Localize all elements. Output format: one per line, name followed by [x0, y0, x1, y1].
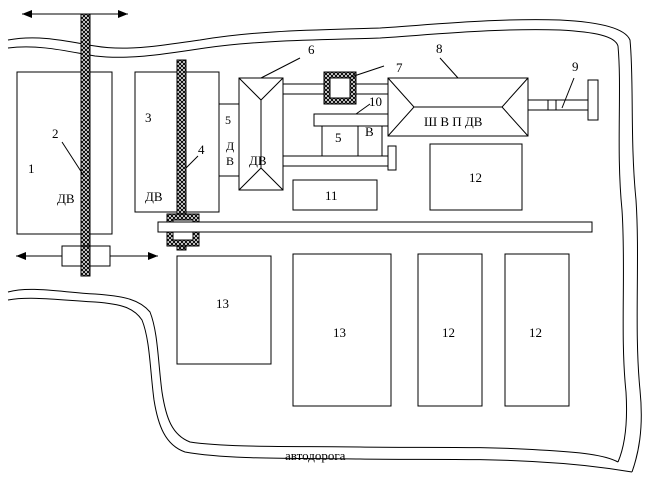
- conveyor-9-end: [587, 79, 599, 121]
- pointer-8: [439, 57, 459, 79]
- building-6-roof: [238, 77, 284, 191]
- label-13-center: 13: [333, 325, 346, 340]
- label-1: 1: [28, 161, 35, 176]
- building-13-center: [292, 253, 392, 407]
- unit-7-inner: [329, 77, 351, 99]
- building-1: [16, 71, 113, 235]
- shoreline-bottom-outer: [7, 297, 633, 473]
- label-13-left: 13: [216, 296, 229, 311]
- label-road: автодорога: [285, 448, 346, 463]
- label-v-letter: В: [226, 154, 234, 168]
- label-12-top: 12: [469, 170, 482, 185]
- label-3: 3: [145, 110, 152, 125]
- pointer-2: [61, 141, 85, 177]
- label-v-5: В: [365, 124, 374, 139]
- label-12-lower-right: 12: [529, 325, 542, 340]
- building-13-left: [176, 255, 272, 365]
- crane-track-2-lower: [80, 245, 91, 277]
- label-8: 8: [436, 41, 443, 56]
- label-11: 11: [325, 188, 338, 203]
- label-shvpdv: Ш В П ДВ: [424, 114, 483, 129]
- label-7: 7: [396, 60, 403, 75]
- conveyor-gallery: [157, 221, 593, 233]
- label-9: 9: [572, 59, 579, 74]
- pointer-10: [355, 103, 371, 115]
- conveyor-9: [527, 99, 589, 111]
- pointer-6: [260, 57, 301, 79]
- building-8-roof: [387, 77, 529, 137]
- building-12-lower-right: [504, 253, 570, 407]
- bottom-arrow-right-head: [148, 252, 158, 260]
- top-arrow-right-head: [118, 10, 128, 18]
- shoreline-top: [7, 19, 642, 473]
- pointer-9: [561, 77, 575, 109]
- label-12-lower-left: 12: [442, 325, 455, 340]
- label-5-right: 5: [335, 130, 342, 145]
- label-5-left: 5: [225, 113, 231, 127]
- bottom-arrow-left-head: [16, 252, 26, 260]
- label-dv-1: ДВ: [57, 191, 75, 206]
- pointer-7: [347, 65, 385, 79]
- label-2: 2: [52, 126, 59, 141]
- unit-10-bar: [313, 113, 389, 127]
- shoreline-top-inner: [7, 29, 627, 463]
- top-arrow-left-head: [22, 10, 32, 18]
- crane-track-4: [176, 59, 187, 251]
- crane-track-2: [80, 13, 91, 277]
- label-4: 4: [198, 142, 205, 157]
- label-dv-6: ДВ: [249, 153, 267, 168]
- pointer-4: [185, 155, 199, 169]
- label-10: 10: [369, 94, 382, 109]
- stub-end: [387, 145, 397, 171]
- label-d-letter: Д: [226, 139, 234, 153]
- label-6: 6: [308, 42, 315, 57]
- shoreline-bottom: [7, 288, 619, 463]
- building-12-lower-left: [417, 253, 483, 407]
- building-11: [292, 179, 378, 211]
- label-dv-3: ДВ: [145, 189, 163, 204]
- building-12-top: [429, 143, 523, 211]
